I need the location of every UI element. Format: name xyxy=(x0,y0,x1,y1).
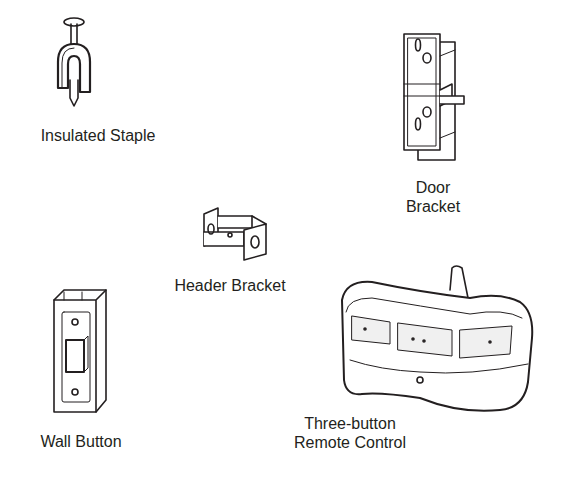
part-label: Three-button Remote Control xyxy=(285,414,415,452)
part-label: Wall Button xyxy=(16,432,146,451)
part-label: Insulated Staple xyxy=(23,126,173,145)
wall-button-drawing xyxy=(54,290,106,412)
remote-control-drawing xyxy=(342,266,532,411)
header-bracket-drawing xyxy=(204,208,266,260)
part-label: Header Bracket xyxy=(155,276,305,295)
part-label: Door Bracket xyxy=(393,178,473,216)
door-bracket-drawing xyxy=(404,34,464,160)
insulated-staple-drawing xyxy=(58,18,90,106)
